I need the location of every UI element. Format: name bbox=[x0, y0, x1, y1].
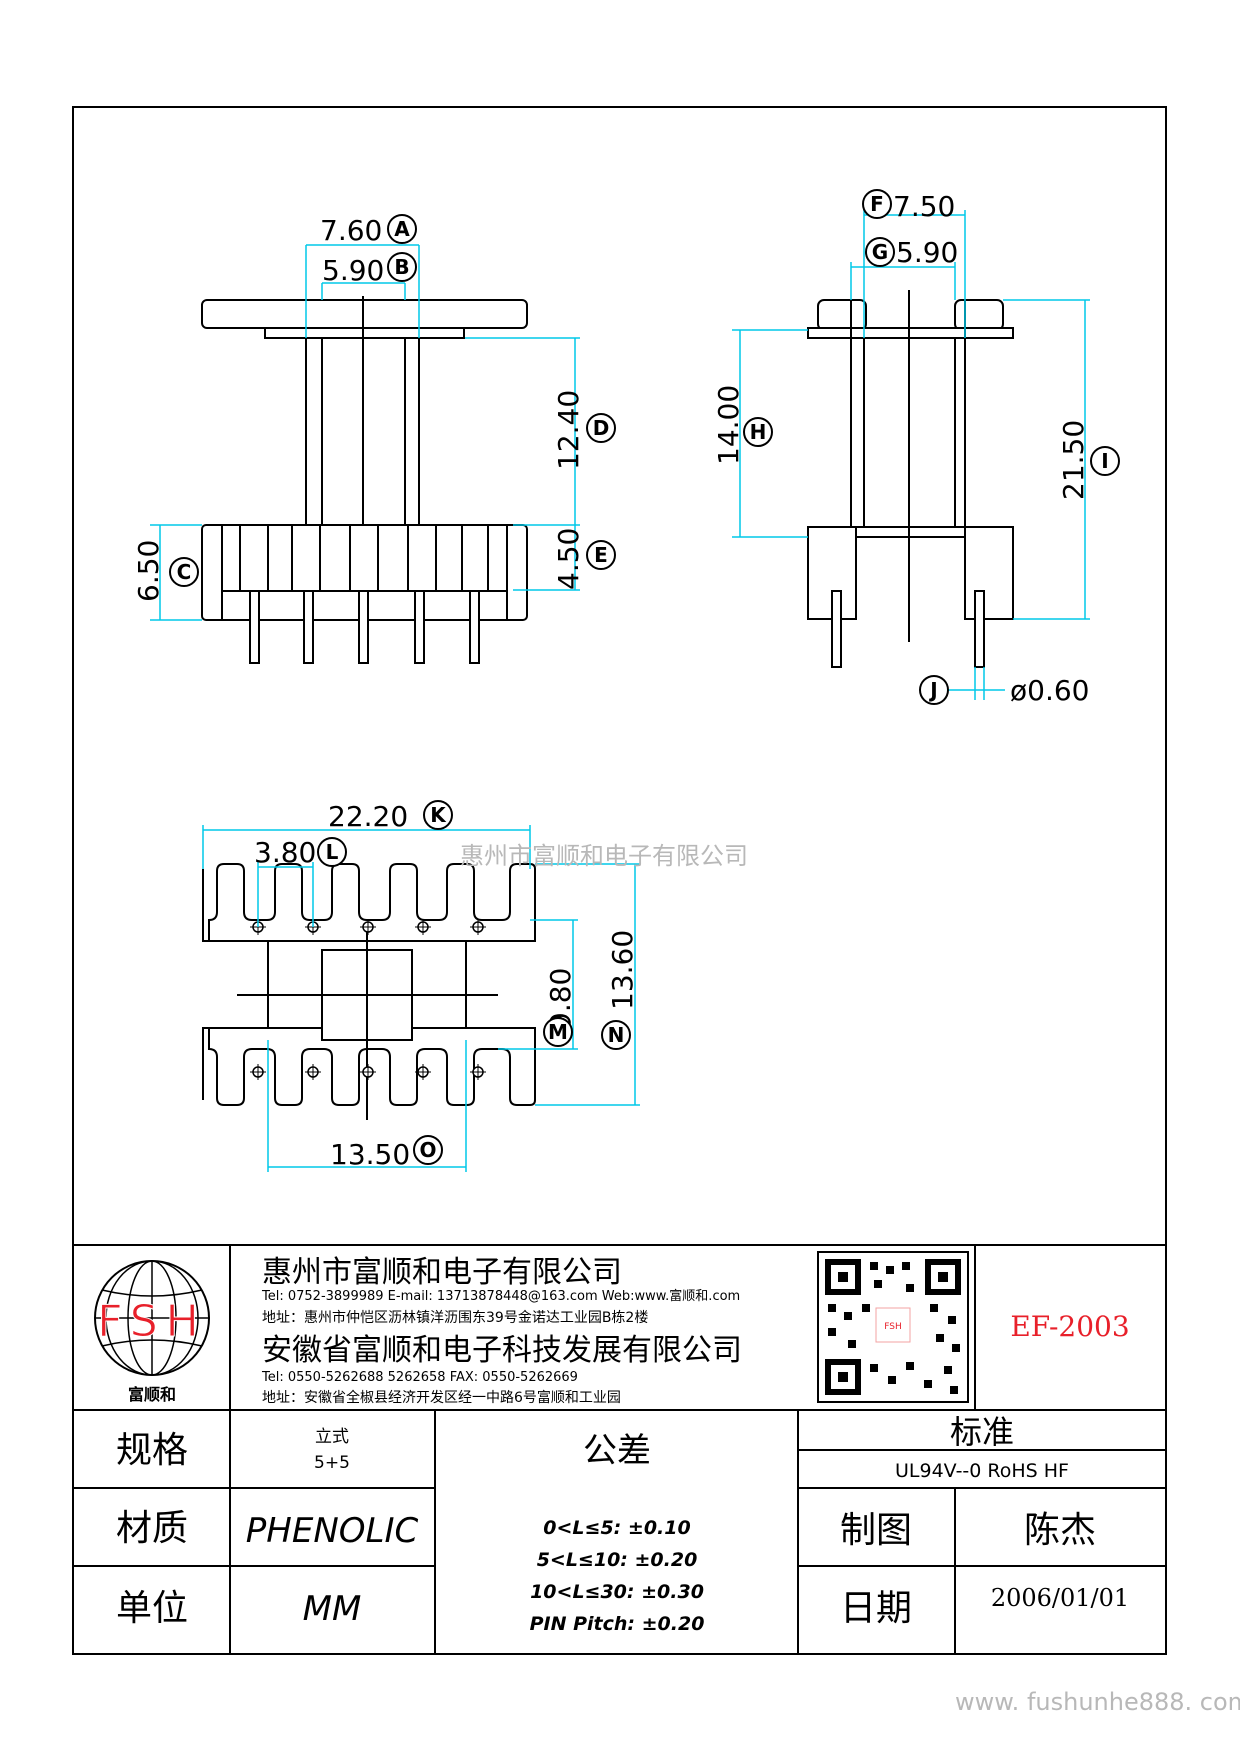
dim-M-letter: M bbox=[548, 1020, 568, 1044]
dim-B-value: 5.90 bbox=[322, 254, 384, 287]
dim-N-letter: N bbox=[608, 1023, 625, 1047]
dim-A: 7.60 A bbox=[320, 214, 417, 247]
date-label: 日期 bbox=[840, 1588, 912, 1629]
dim-E-value: 4.50 bbox=[552, 528, 585, 590]
company2-address: 地址：安徽省全椒县经济开发区经一中路6号富顺和工业园 bbox=[262, 1389, 621, 1406]
material-value: PHENOLIC bbox=[246, 1511, 419, 1551]
company1-contact: Tel: 0752-3899989 E-mail: 13713878448@16… bbox=[261, 1288, 740, 1304]
dim-C-letter: C bbox=[177, 560, 192, 584]
dim-E: 4.50 E bbox=[552, 528, 616, 590]
dim-F-letter: F bbox=[870, 192, 884, 216]
dim-D: 12.40 D bbox=[552, 390, 616, 470]
dim-M: 9.80M bbox=[543, 968, 577, 1047]
dim-L-value: 3.80 bbox=[254, 836, 316, 869]
qr-code: FSH bbox=[817, 1251, 969, 1403]
dim-J-value: ø0.60 bbox=[1010, 674, 1089, 707]
dim-A-value: 7.60 bbox=[320, 214, 382, 247]
standard-value: UL94V--0 RoHS HF bbox=[895, 1460, 1069, 1482]
dim-G: G 5.90 bbox=[865, 236, 958, 269]
dim-D-value: 12.40 bbox=[552, 390, 585, 470]
part-number: EF-2003 bbox=[1010, 1310, 1129, 1343]
dim-G-letter: G bbox=[872, 240, 888, 264]
dim-I-value: 21.50 bbox=[1057, 420, 1090, 500]
dim-G-value: 5.90 bbox=[896, 236, 958, 269]
tolerance-4: PIN Pitch: ±0.20 bbox=[530, 1613, 705, 1635]
drawn-value: 陈杰 bbox=[1024, 1510, 1096, 1551]
company1-address: 地址：惠州市仲恺区沥林镇洋沥围东39号金诺达工业园B栋2楼 bbox=[262, 1309, 648, 1326]
spec-value-2: 5+5 bbox=[314, 1453, 350, 1473]
dim-O-value: 13.50 bbox=[330, 1138, 410, 1171]
date-value: 2006/01/01 bbox=[991, 1584, 1129, 1612]
company2-contact: Tel: 0550-5262688 5262658 FAX: 0550-5262… bbox=[261, 1370, 578, 1385]
dim-O: 13.50 O bbox=[330, 1135, 443, 1171]
unit-value: MM bbox=[303, 1589, 362, 1629]
dim-H-letter: H bbox=[750, 420, 767, 444]
dim-F-value: 7.50 bbox=[893, 190, 955, 223]
dim-B-letter: B bbox=[394, 255, 409, 279]
company2-name: 安徽省富顺和电子科技发展有限公司 bbox=[262, 1333, 742, 1368]
spec-label: 规格 bbox=[116, 1430, 188, 1471]
company1-name: 惠州市富顺和电子有限公司 bbox=[262, 1255, 622, 1290]
spec-value-1: 立式 bbox=[315, 1427, 349, 1447]
unit-label: 单位 bbox=[116, 1588, 188, 1629]
dim-K: 22.20 K bbox=[328, 800, 453, 833]
material-label: 材质 bbox=[116, 1508, 188, 1549]
dim-A-letter: A bbox=[394, 217, 410, 241]
dim-N-value: 13.60 bbox=[606, 930, 639, 1010]
dim-I-letter: I bbox=[1101, 449, 1108, 473]
dim-L-letter: L bbox=[326, 840, 339, 864]
dim-K-letter: K bbox=[430, 803, 447, 827]
dim-F: F 7.50 bbox=[862, 189, 955, 223]
dim-O-letter: O bbox=[419, 1138, 436, 1162]
watermark-center: 惠州市富顺和电子有限公司 bbox=[460, 842, 748, 870]
tolerance-label: 公差 bbox=[583, 1431, 651, 1471]
dim-H-value: 14.00 bbox=[712, 385, 745, 465]
fsh-logo: FSH 富顺和 bbox=[94, 1260, 210, 1404]
title-block: FSH 富顺和 惠州市富顺和电子有限公司 Tel: 0752-3899989 E… bbox=[73, 1244, 1166, 1654]
qr-center-label: FSH bbox=[884, 1322, 902, 1332]
logo-caption: 富顺和 bbox=[128, 1385, 176, 1404]
bottom-view bbox=[202, 825, 640, 1172]
tolerance-1: 0<L≤5: ±0.10 bbox=[543, 1517, 690, 1539]
dim-D-letter: D bbox=[593, 416, 610, 440]
dim-I: 21.50 I bbox=[1057, 420, 1120, 500]
dim-B: 5.90 B bbox=[322, 252, 417, 287]
dim-C-value: 6.50 bbox=[132, 540, 165, 602]
tolerance-2: 5<L≤10: ±0.20 bbox=[537, 1549, 698, 1571]
dim-K-value: 22.20 bbox=[328, 800, 408, 833]
sheet-border bbox=[72, 106, 1167, 1655]
dim-N: 13.60N bbox=[601, 930, 639, 1050]
drawn-label: 制图 bbox=[840, 1510, 912, 1551]
dim-L: 3.80 L bbox=[254, 836, 347, 869]
front-view bbox=[150, 244, 580, 664]
dim-E-letter: E bbox=[594, 543, 608, 567]
side-view bbox=[732, 210, 1090, 700]
tolerance-3: 10<L≤30: ±0.30 bbox=[530, 1581, 704, 1603]
watermark-footer: www. fushunhe888. com bbox=[955, 1688, 1240, 1716]
standard-label: 标准 bbox=[950, 1413, 1014, 1451]
logo-letters: FSH bbox=[97, 1296, 207, 1347]
dim-C: 6.50 C bbox=[132, 540, 199, 602]
dim-J-letter: J bbox=[928, 678, 937, 702]
